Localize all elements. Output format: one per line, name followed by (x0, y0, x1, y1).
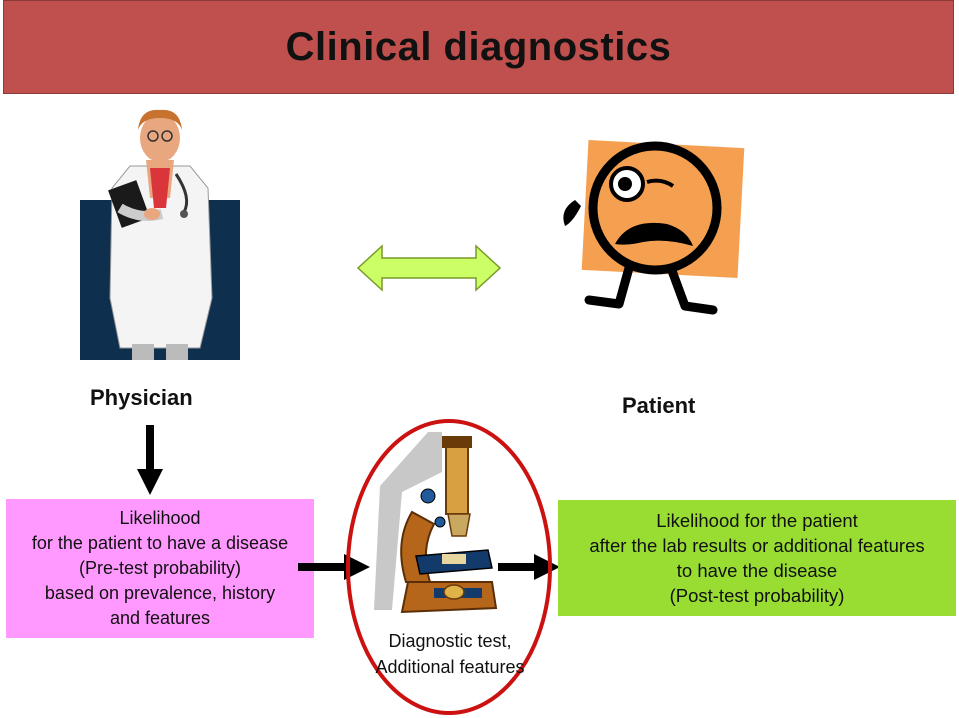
pretest-line: based on prevalence, history (44, 583, 276, 603)
caption-line: Diagnostic test, (388, 631, 512, 651)
posttest-line: Likelihood for the patient (656, 510, 858, 531)
highlight-circle (346, 419, 552, 715)
posttest-line: (Post-test probability) (669, 585, 845, 606)
physician-illustration (80, 109, 240, 360)
posttest-line: after the lab results or additional feat… (589, 535, 925, 556)
pretest-probability-box: Likelihood for the patient to have a dis… (6, 499, 314, 638)
patient-label: Patient (622, 393, 696, 418)
physician-label: Physician (90, 385, 193, 410)
microscope-illustration (374, 432, 498, 614)
title-banner: Clinical diagnostics (3, 0, 954, 94)
posttest-line: to have the disease (676, 560, 838, 581)
down-arrow (137, 425, 163, 495)
page-title: Clinical diagnostics (285, 24, 672, 69)
caption-line: Additional features (375, 657, 525, 677)
sad-patient-illustration (563, 140, 745, 315)
right-arrow (498, 554, 560, 580)
pretest-line: for the patient to have a disease (31, 533, 289, 553)
pretest-line: (Pre-test probability) (78, 558, 242, 578)
pretest-line: Likelihood (119, 508, 201, 528)
posttest-probability-box: Likelihood for the patient after the lab… (558, 500, 956, 616)
diagnostic-test-caption: Diagnostic test, Additional features (355, 628, 545, 680)
double-arrow (356, 244, 502, 292)
pretest-line: and features (109, 608, 211, 628)
right-arrow (298, 554, 370, 580)
